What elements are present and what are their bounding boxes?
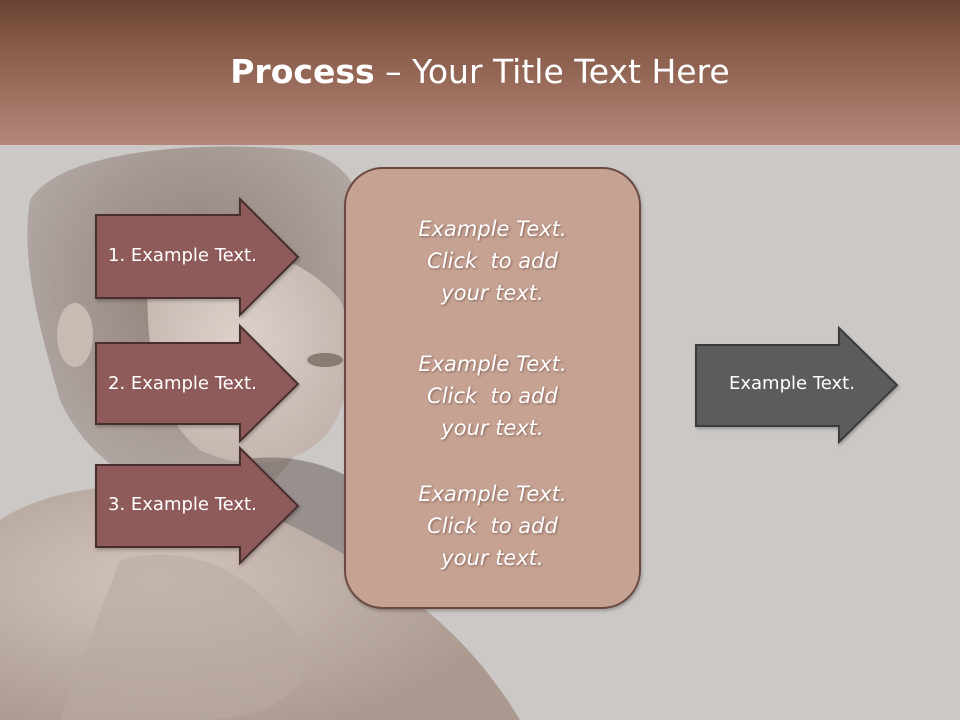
step-2-label: 2. Example Text. <box>108 373 257 394</box>
block-line: Example Text. <box>418 352 567 376</box>
step-1-label: 1. Example Text. <box>108 245 257 266</box>
block-line: Example Text. <box>418 217 567 241</box>
title-bold-word: Process <box>230 52 375 91</box>
center-text-block-1: Example Text. Click to add your text. <box>345 213 640 309</box>
title-rest: – Your Title Text Here <box>374 52 730 91</box>
step-arrow-2[interactable] <box>95 323 300 444</box>
block-line: Click to add <box>427 249 558 273</box>
slide-title: Process – Your Title Text Here <box>0 52 960 91</box>
step-3-label: 3. Example Text. <box>108 494 257 515</box>
block-line: your text. <box>441 281 544 305</box>
step-arrow-3[interactable] <box>95 445 300 566</box>
center-text-block-2: Example Text. Click to add your text. <box>345 348 640 444</box>
step-arrow-1[interactable] <box>95 196 300 318</box>
center-text-block-3: Example Text. Click to add your text. <box>345 478 640 574</box>
block-line: Example Text. <box>418 482 567 506</box>
result-arrow-label: Example Text. <box>729 373 855 394</box>
block-line: your text. <box>441 546 544 570</box>
block-line: Click to add <box>427 384 558 408</box>
result-arrow[interactable] <box>695 325 899 445</box>
title-bar <box>0 0 960 145</box>
center-content-box[interactable] <box>344 167 641 609</box>
block-line: Click to add <box>427 514 558 538</box>
block-line: your text. <box>441 416 544 440</box>
